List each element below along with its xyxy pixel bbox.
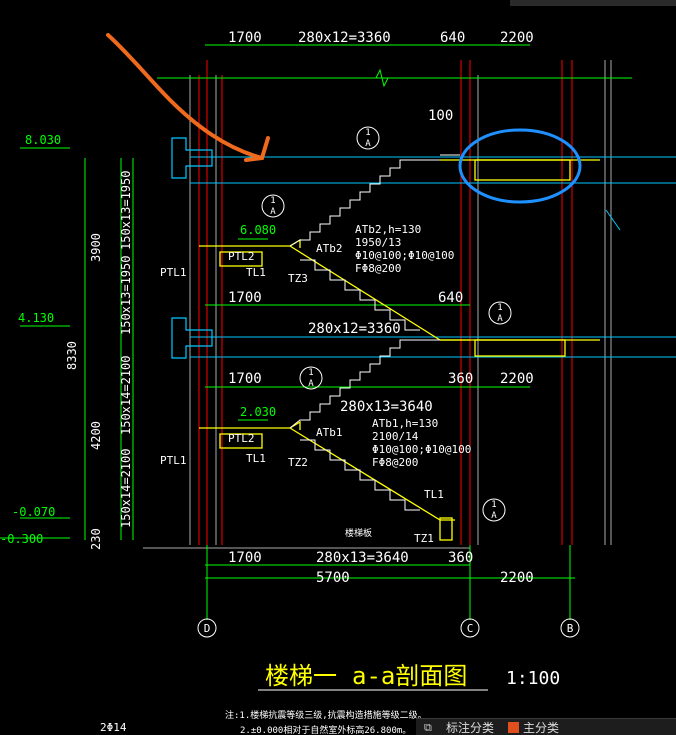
callout-5-let: A xyxy=(491,511,497,521)
label-ptl2-upper: PTL2 xyxy=(228,250,255,263)
dim-top-3: 640 xyxy=(440,30,465,46)
dim-top-1: 1700 xyxy=(228,30,262,46)
grid-b: B xyxy=(567,622,574,635)
grid-c: C xyxy=(467,622,474,635)
note-line-2: 2.±0.000相对于自然室外标高26.800m。 xyxy=(240,724,411,735)
color-swatch-icon xyxy=(508,722,520,733)
label-tl1-upper: TL1 xyxy=(246,266,266,279)
label-tl1-lower: TL1 xyxy=(246,452,266,465)
label-tz1: TZ1 xyxy=(414,532,434,545)
dim-bot-2: 280x13=3640 xyxy=(316,550,409,566)
drawing-title-cn: 楼梯一 xyxy=(265,662,337,690)
dim-mid-1: 1700 xyxy=(228,290,262,306)
label-atb1-h: ATb1,h=130 xyxy=(372,417,438,430)
label-atb2-h: ATb2,h=130 xyxy=(355,223,421,236)
vdim-7: 8330 xyxy=(65,341,79,370)
callout-3-num: 1 xyxy=(497,303,502,313)
elev-neg-0300: -0.300 xyxy=(0,532,43,546)
elev-neg-0070: -0.070 xyxy=(12,505,55,519)
label-ptl1-lower: PTL1 xyxy=(160,454,187,467)
dim-mid2-3: 360 xyxy=(448,371,473,387)
elev-6080: 6.080 xyxy=(240,223,276,237)
label-ground: 楼梯板 xyxy=(345,527,372,539)
stair-steps xyxy=(289,154,460,511)
label-atb2: ATb2 xyxy=(316,242,343,255)
elev-4130: 4.130 xyxy=(18,311,54,325)
taskbar-item-1[interactable]: 标注分类 xyxy=(446,721,495,735)
label-ptl2-lower: PTL2 xyxy=(228,432,255,445)
rebar-note: 2Φ14 xyxy=(100,721,127,734)
grid-d: D xyxy=(204,622,211,635)
vdim-4: 150x14=2100 xyxy=(119,449,133,528)
highlight-ellipse xyxy=(458,128,582,204)
vdim-8: 230 xyxy=(89,528,103,550)
label-tz2: TZ2 xyxy=(288,456,308,469)
note-line-1: 注:1.楼梯抗震等级三级,抗震构造措施等级二级。 xyxy=(225,709,427,721)
callout-4-num: 1 xyxy=(308,368,313,378)
dim-bot-3: 360 xyxy=(448,550,473,566)
dim-mid2-1: 1700 xyxy=(228,371,262,387)
label-ptl1-upper: PTL1 xyxy=(160,266,187,279)
dim-mid2-4: 2200 xyxy=(500,371,534,387)
callout-4-let: A xyxy=(308,379,314,389)
label-atb1-a: 2100/14 xyxy=(372,430,419,443)
vdim-3: 150x14=2100 xyxy=(119,356,133,435)
vdim-6: 4200 xyxy=(89,421,103,450)
dim-top-4: 2200 xyxy=(500,30,534,46)
grey-lines xyxy=(143,60,612,549)
vdim-1: 150x13=1950 xyxy=(119,171,133,250)
label-atb1-c: FΦ8@200 xyxy=(372,456,418,469)
layer-toolbar: ⧉ 标注分类 主分类 xyxy=(416,718,676,735)
callout-3-let: A xyxy=(497,314,503,324)
beam-sections xyxy=(171,137,213,359)
dim-bot-1: 1700 xyxy=(228,550,262,566)
dim-bot-4: 5700 xyxy=(316,570,350,586)
label-atb1: ATb1 xyxy=(316,426,343,439)
label-atb2-c: FΦ8@200 xyxy=(355,262,401,275)
dim-bot-5: 2200 xyxy=(500,570,534,586)
label-atb1-b: Φ10@100;Φ10@100 xyxy=(372,443,471,456)
dim-top-2: 280x12=3360 xyxy=(298,30,391,46)
drawing-title-section: a-a剖面图 xyxy=(352,662,467,690)
toolbar-strip xyxy=(510,0,676,6)
dim-top-5: 100 xyxy=(428,108,453,124)
dim-mid-2: 280x12=3360 xyxy=(308,321,401,337)
dim-mid-3: 640 xyxy=(438,290,463,306)
callout-5-num: 1 xyxy=(491,500,496,510)
elev-2030: 2.030 xyxy=(240,405,276,419)
label-tl1-bottom: TL1 xyxy=(424,488,444,501)
drawing-scale: 1:100 xyxy=(506,668,560,689)
vdim-5: 3900 xyxy=(89,233,103,262)
floor-slabs xyxy=(190,156,676,358)
taskbar-item-2[interactable]: 主分类 xyxy=(523,721,560,735)
label-atb2-a: 1950/13 xyxy=(355,236,401,249)
elev-8030: 8.030 xyxy=(25,133,61,147)
callout-2-num: 1 xyxy=(270,196,275,206)
vdim-2: 150x13=1950 xyxy=(119,256,133,335)
dim-mid2-2: 280x13=3640 xyxy=(340,399,433,415)
callout-1-num: 1 xyxy=(365,128,370,138)
section-callouts xyxy=(197,126,580,638)
annotation-arrow xyxy=(106,33,270,162)
label-tz3: TZ3 xyxy=(288,272,308,285)
dimension-lines xyxy=(0,44,632,620)
callout-2-let: A xyxy=(270,207,276,217)
callout-1-let: A xyxy=(365,139,371,149)
stair-flights xyxy=(199,159,600,541)
label-atb2-b: Φ10@100;Φ10@100 xyxy=(355,249,454,262)
layer-icon[interactable]: ⧉ xyxy=(424,720,432,734)
